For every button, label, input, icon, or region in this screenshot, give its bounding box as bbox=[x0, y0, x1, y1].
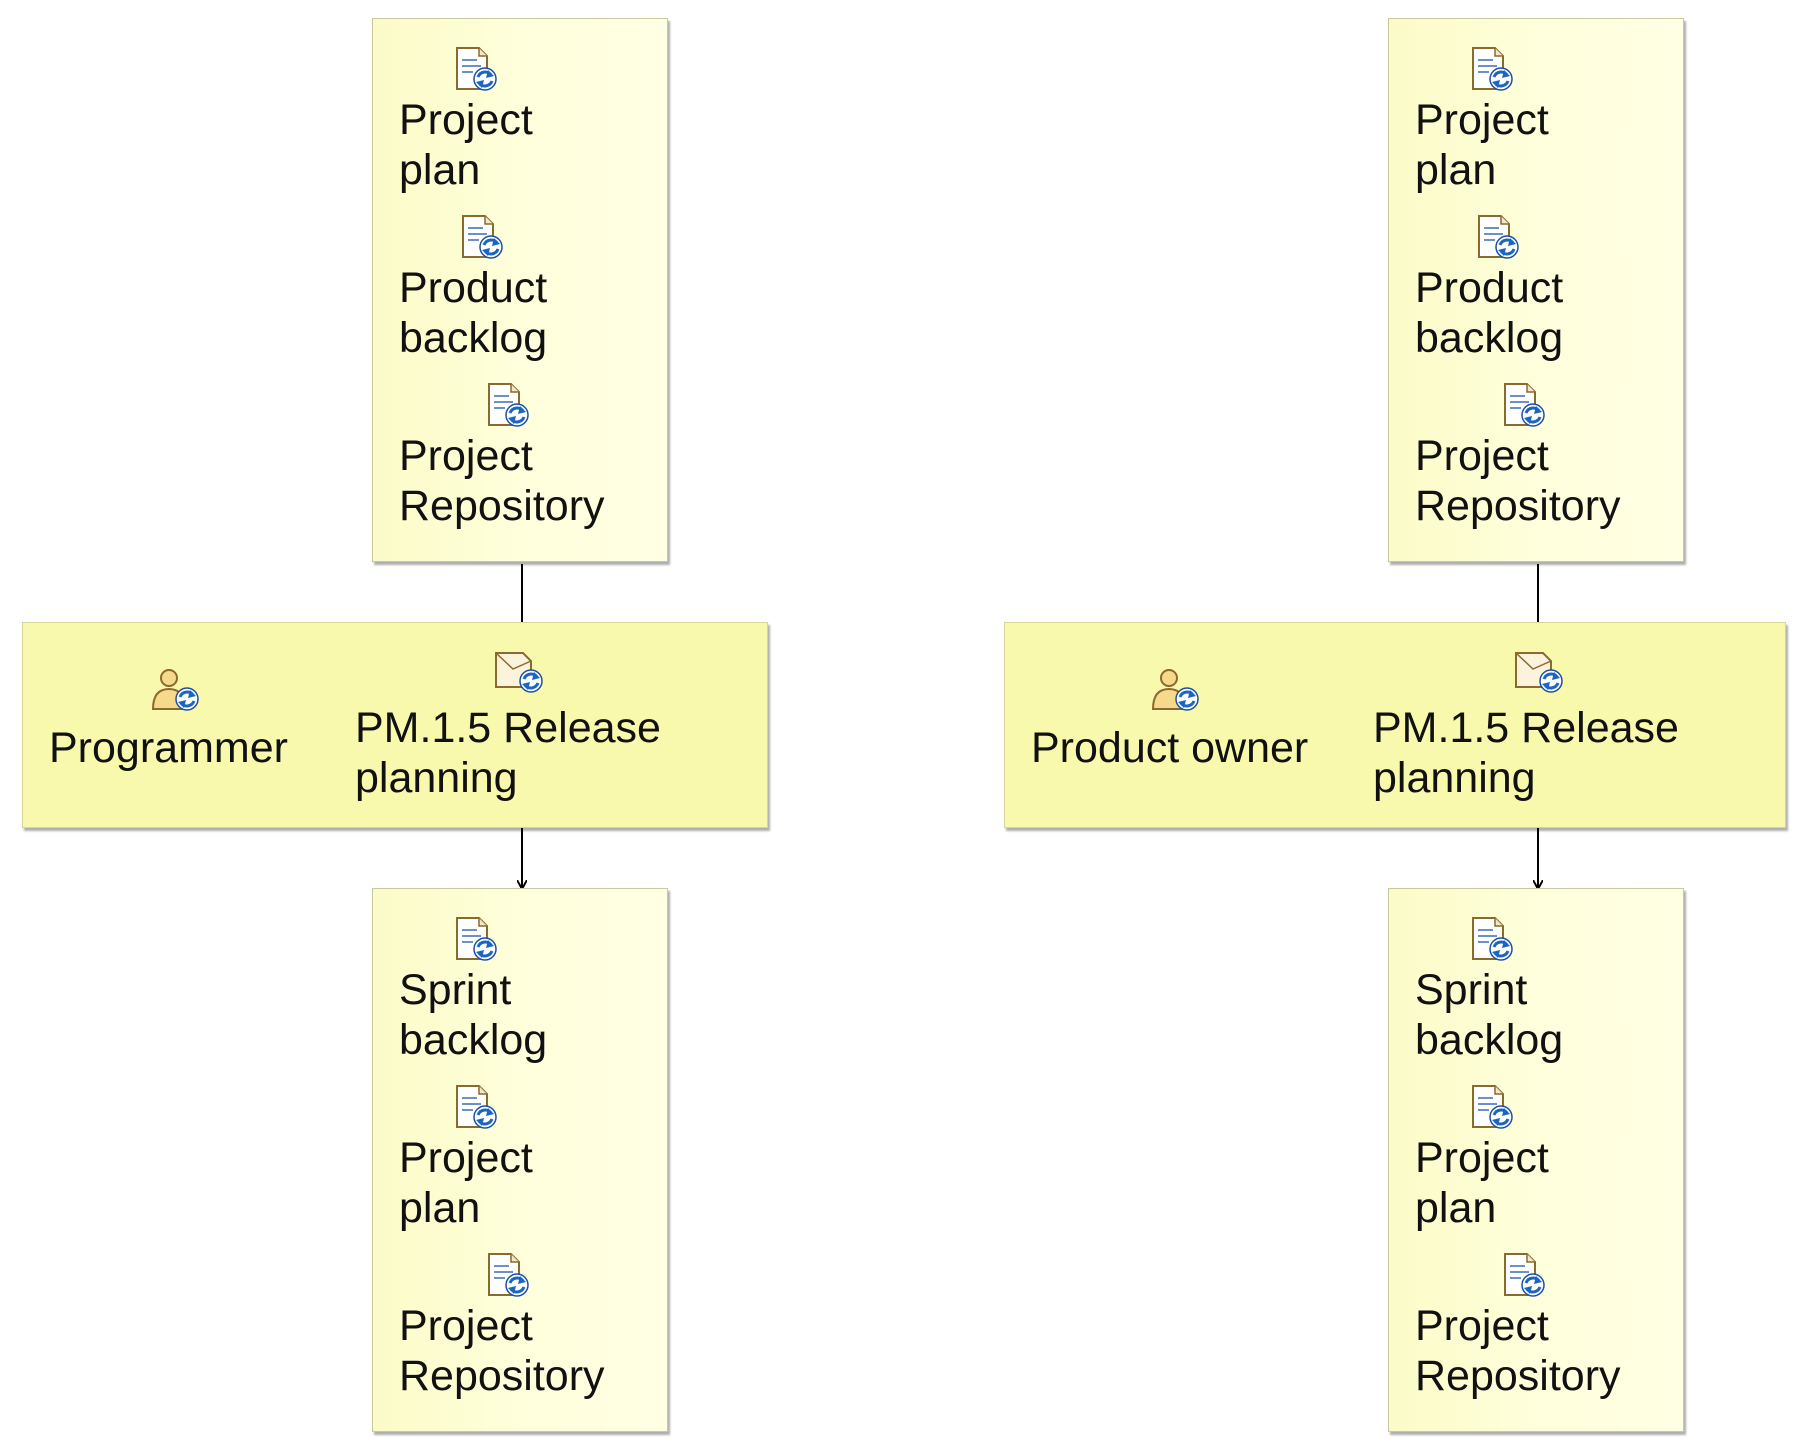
work-product-icon bbox=[457, 213, 507, 263]
role-icon bbox=[1149, 665, 1201, 715]
role-icon bbox=[149, 665, 201, 715]
work-product-icon bbox=[483, 1251, 533, 1301]
work-product-icon bbox=[451, 915, 501, 965]
work-product-icon bbox=[1467, 1083, 1517, 1133]
work-product-icon bbox=[1499, 1251, 1549, 1301]
task-icon bbox=[1513, 647, 1565, 697]
task-icon bbox=[493, 647, 545, 697]
work-product-icon bbox=[1499, 381, 1549, 431]
work-product-icon bbox=[1467, 915, 1517, 965]
work-product-icon bbox=[483, 381, 533, 431]
role-label: Programmer bbox=[49, 724, 288, 772]
work-product-icon bbox=[1467, 45, 1517, 95]
role-label: Product owner bbox=[1031, 724, 1309, 772]
work-product-icon bbox=[1473, 213, 1523, 263]
work-product-icon bbox=[451, 45, 501, 95]
work-product-icon bbox=[451, 1083, 501, 1133]
